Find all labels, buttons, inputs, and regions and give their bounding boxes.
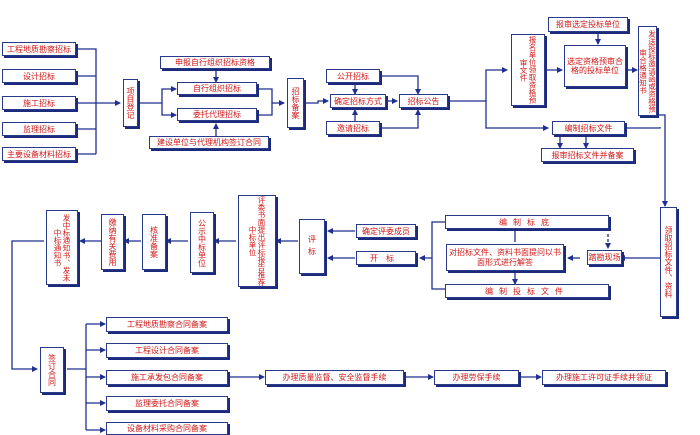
invited-tender: 邀请招标 xyxy=(326,121,380,135)
source-supervision: 监理招标 xyxy=(2,122,76,136)
approval-filing: 核准备案 xyxy=(142,214,166,270)
entrusted-agent-tender: 委托代理招标 xyxy=(177,108,257,121)
source-construction: 施工招标 xyxy=(2,96,76,110)
qualification-doc: 报名单位领取资格预审文件 xyxy=(511,34,545,106)
quality-safety-supervision: 办理质量监督、安全监督手续 xyxy=(265,370,404,385)
pay-fees: 缴纳有关费用 xyxy=(101,214,124,270)
compile-tender-doc: 编制招标文件 xyxy=(552,121,625,135)
bid-evaluation: 评标 xyxy=(299,219,325,274)
construction-permit: 办理施工许可证手续并领证 xyxy=(542,370,666,385)
submit-selected-bidders: 报审选定投标单位 xyxy=(548,17,628,32)
sign-contract: 签订合同 xyxy=(40,347,64,393)
clarify-questions: 对招标文件、资料书面提问以书面形式进行解答 xyxy=(446,244,564,271)
client-agent-contract: 建设单位与代理机构签订合同 xyxy=(149,136,269,149)
site-survey: 踏勘现场 xyxy=(587,250,622,265)
send-invitation: 发送投标邀请函或资格预审合格通知书 xyxy=(638,26,657,116)
source-geo-survey: 工程地质勘察招标 xyxy=(2,42,76,56)
publicize-winner: 公示中标单位 xyxy=(190,212,214,273)
source-design: 设计招标 xyxy=(2,69,76,83)
winning-notice: 发中标通知书、发未中标通知书 xyxy=(46,210,78,285)
receive-bid-documents: 领取招标文件、资料 xyxy=(660,207,677,317)
project-registration: 项目登记 xyxy=(123,79,138,127)
geo-contract-filing: 工程地质勘察合同备案 xyxy=(106,317,228,332)
supervision-contract-filing: 监理委托合同备案 xyxy=(106,396,228,411)
determine-experts: 确定评委成员 xyxy=(356,224,416,238)
apply-self-qualification: 申报自行组织招标资格 xyxy=(160,56,270,69)
determine-method: 确定招标方式 xyxy=(330,94,386,108)
tender-announcement: 招标公告 xyxy=(399,94,448,108)
compile-bid-doc: 编制投标文件 xyxy=(445,284,609,298)
open-tender: 公开招标 xyxy=(326,69,380,83)
tender-filing: 招标备案 xyxy=(287,78,304,128)
construction-contract-filing: 施工承发包合同备案 xyxy=(106,370,228,385)
labor-insurance: 办理劳保手续 xyxy=(434,370,519,385)
bid-opening: 开标 xyxy=(356,251,416,265)
source-equipment: 主要设备材料招标 xyxy=(2,147,76,161)
compile-base-price: 编制标底 xyxy=(445,215,609,229)
design-contract-filing: 工程设计合同备案 xyxy=(106,343,228,358)
submit-tender-doc-filing: 报审招标文件并备案 xyxy=(541,148,634,162)
equipment-contract-filing: 设备材料采购合同备案 xyxy=(106,422,228,435)
select-qualified-bidders: 选定资格预审合格的投标单位 xyxy=(564,45,626,87)
self-organized-tender: 自行组织招标 xyxy=(177,82,257,95)
evaluation-report: 评委书面提出评标报告推荐中标单位 xyxy=(238,195,276,287)
